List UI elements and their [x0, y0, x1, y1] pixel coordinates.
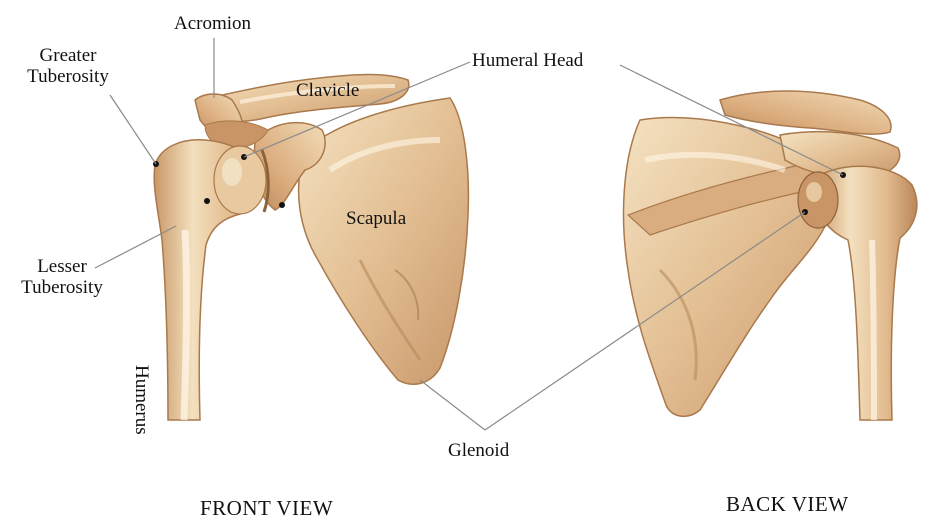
label-greater-tuberosity-line2: Tuberosity — [14, 66, 122, 87]
back-view-bones — [624, 91, 917, 420]
front-view-bones — [153, 75, 468, 421]
label-glenoid: Glenoid — [448, 440, 509, 461]
label-front-view: FRONT VIEW — [200, 498, 333, 519]
label-lesser-tuberosity: Lesser Tuberosity — [8, 256, 116, 298]
label-scapula: Scapula — [346, 208, 406, 229]
label-back-view: BACK VIEW — [726, 494, 849, 515]
label-lesser-tuberosity-line2: Tuberosity — [8, 277, 116, 298]
label-greater-tuberosity: Greater Tuberosity — [14, 45, 122, 87]
label-greater-tuberosity-line1: Greater — [14, 45, 122, 66]
label-lesser-tuberosity-line1: Lesser — [8, 256, 116, 277]
label-acromion: Acromion — [174, 13, 251, 34]
label-humerus: Humerus — [131, 365, 152, 435]
label-clavicle: Clavicle — [296, 80, 359, 101]
label-humeral-head: Humeral Head — [472, 50, 583, 71]
